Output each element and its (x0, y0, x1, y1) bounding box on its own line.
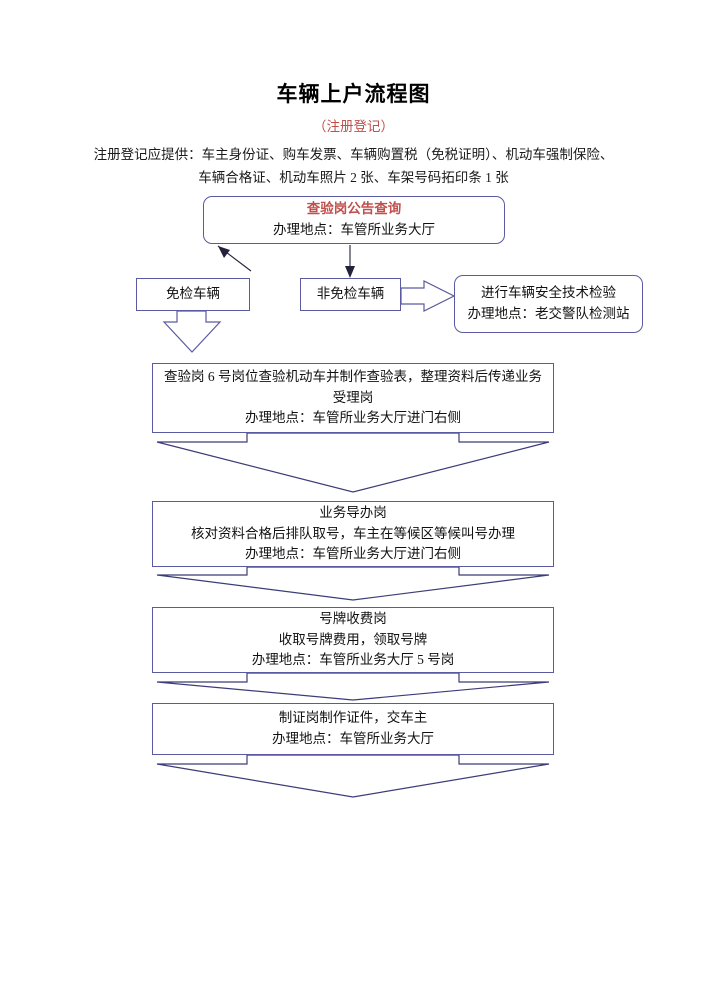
flow-node-check-post[interactable]: 查验岗 6 号岗位查验机动车并制作查验表，整理资料后传递业务受理岗 办理地点：车… (152, 363, 554, 433)
connector-announce-to-exempt (217, 245, 252, 272)
flow-node-plate-fee-location: 办理地点：车管所业务大厅 5 号岗 (251, 652, 455, 668)
page-subtitle: （注册登记） (313, 119, 394, 135)
connector-announce-to-nonexempt (345, 245, 355, 278)
flow-node-plate-fee[interactable]: 号牌收费岗 收取号牌费用，领取号牌 办理地点：车管所业务大厅 5 号岗 (152, 607, 554, 673)
flow-node-guide-post-detail: 核对资料合格后排队取号，车主在等候区等候叫号办理 (191, 525, 515, 541)
flow-node-nonexempt-title: 非免检车辆 (316, 286, 385, 302)
flow-node-announce-title: 查验岗公告查询 (306, 201, 402, 217)
flow-node-announce-location: 办理地点：车管所业务大厅 (273, 222, 435, 237)
flow-node-inspection-title: 进行车辆安全技术检验 (481, 285, 616, 301)
flow-node-check-post-title: 查验岗 6 号岗位查验机动车并制作查验表，整理资料后传递业务受理岗 (164, 368, 542, 405)
connector-exempt-to-check-post (162, 310, 222, 353)
flow-node-exempt[interactable]: 免检车辆 (136, 278, 250, 311)
flow-node-plate-fee-detail: 收取号牌费用，领取号牌 (278, 631, 428, 647)
flow-node-cert-make[interactable]: 制证岗制作证件，交车主 办理地点：车管所业务大厅 (152, 703, 554, 755)
flow-node-exempt-title: 免检车辆 (166, 286, 220, 302)
connector-cert-make-to-end (156, 754, 550, 798)
connector-nonexempt-to-inspection (400, 280, 456, 312)
document-header: 车辆上户流程图 （注册登记） 注册登记应提供：车主身份证、购车发票、车辆购置税（… (0, 0, 707, 189)
flow-node-guide-post-title: 业务导办岗 (319, 504, 387, 520)
connector-plate-fee-to-cert-make (156, 672, 550, 701)
flow-node-check-post-location: 办理地点：车管所业务大厅进门右侧 (245, 410, 461, 426)
flow-node-cert-make-title: 制证岗制作证件，交车主 (278, 710, 428, 726)
page-title: 车辆上户流程图 (276, 82, 431, 106)
flow-node-nonexempt[interactable]: 非免检车辆 (300, 278, 401, 311)
requirements-paragraph: 注册登记应提供：车主身份证、购车发票、车辆购置税（免税证明）、机动车强制保险、车… (93, 147, 614, 185)
flow-node-cert-make-location: 办理地点：车管所业务大厅 (272, 731, 434, 746)
flow-node-guide-post[interactable]: 业务导办岗 核对资料合格后排队取号，车主在等候区等候叫号办理 办理地点：车管所业… (152, 501, 554, 567)
flow-node-inspection[interactable]: 进行车辆安全技术检验 办理地点：老交警队检测站 (454, 275, 643, 333)
connector-guide-post-to-plate-fee (156, 566, 550, 601)
flow-node-inspection-location: 办理地点：老交警队检测站 (467, 306, 630, 321)
flow-node-plate-fee-title: 号牌收费岗 (319, 610, 387, 626)
flow-node-announce[interactable]: 查验岗公告查询 办理地点：车管所业务大厅 (203, 196, 505, 244)
flow-node-guide-post-location: 办理地点：车管所业务大厅进门右侧 (245, 546, 461, 562)
connector-check-post-to-guide-post (156, 432, 550, 493)
